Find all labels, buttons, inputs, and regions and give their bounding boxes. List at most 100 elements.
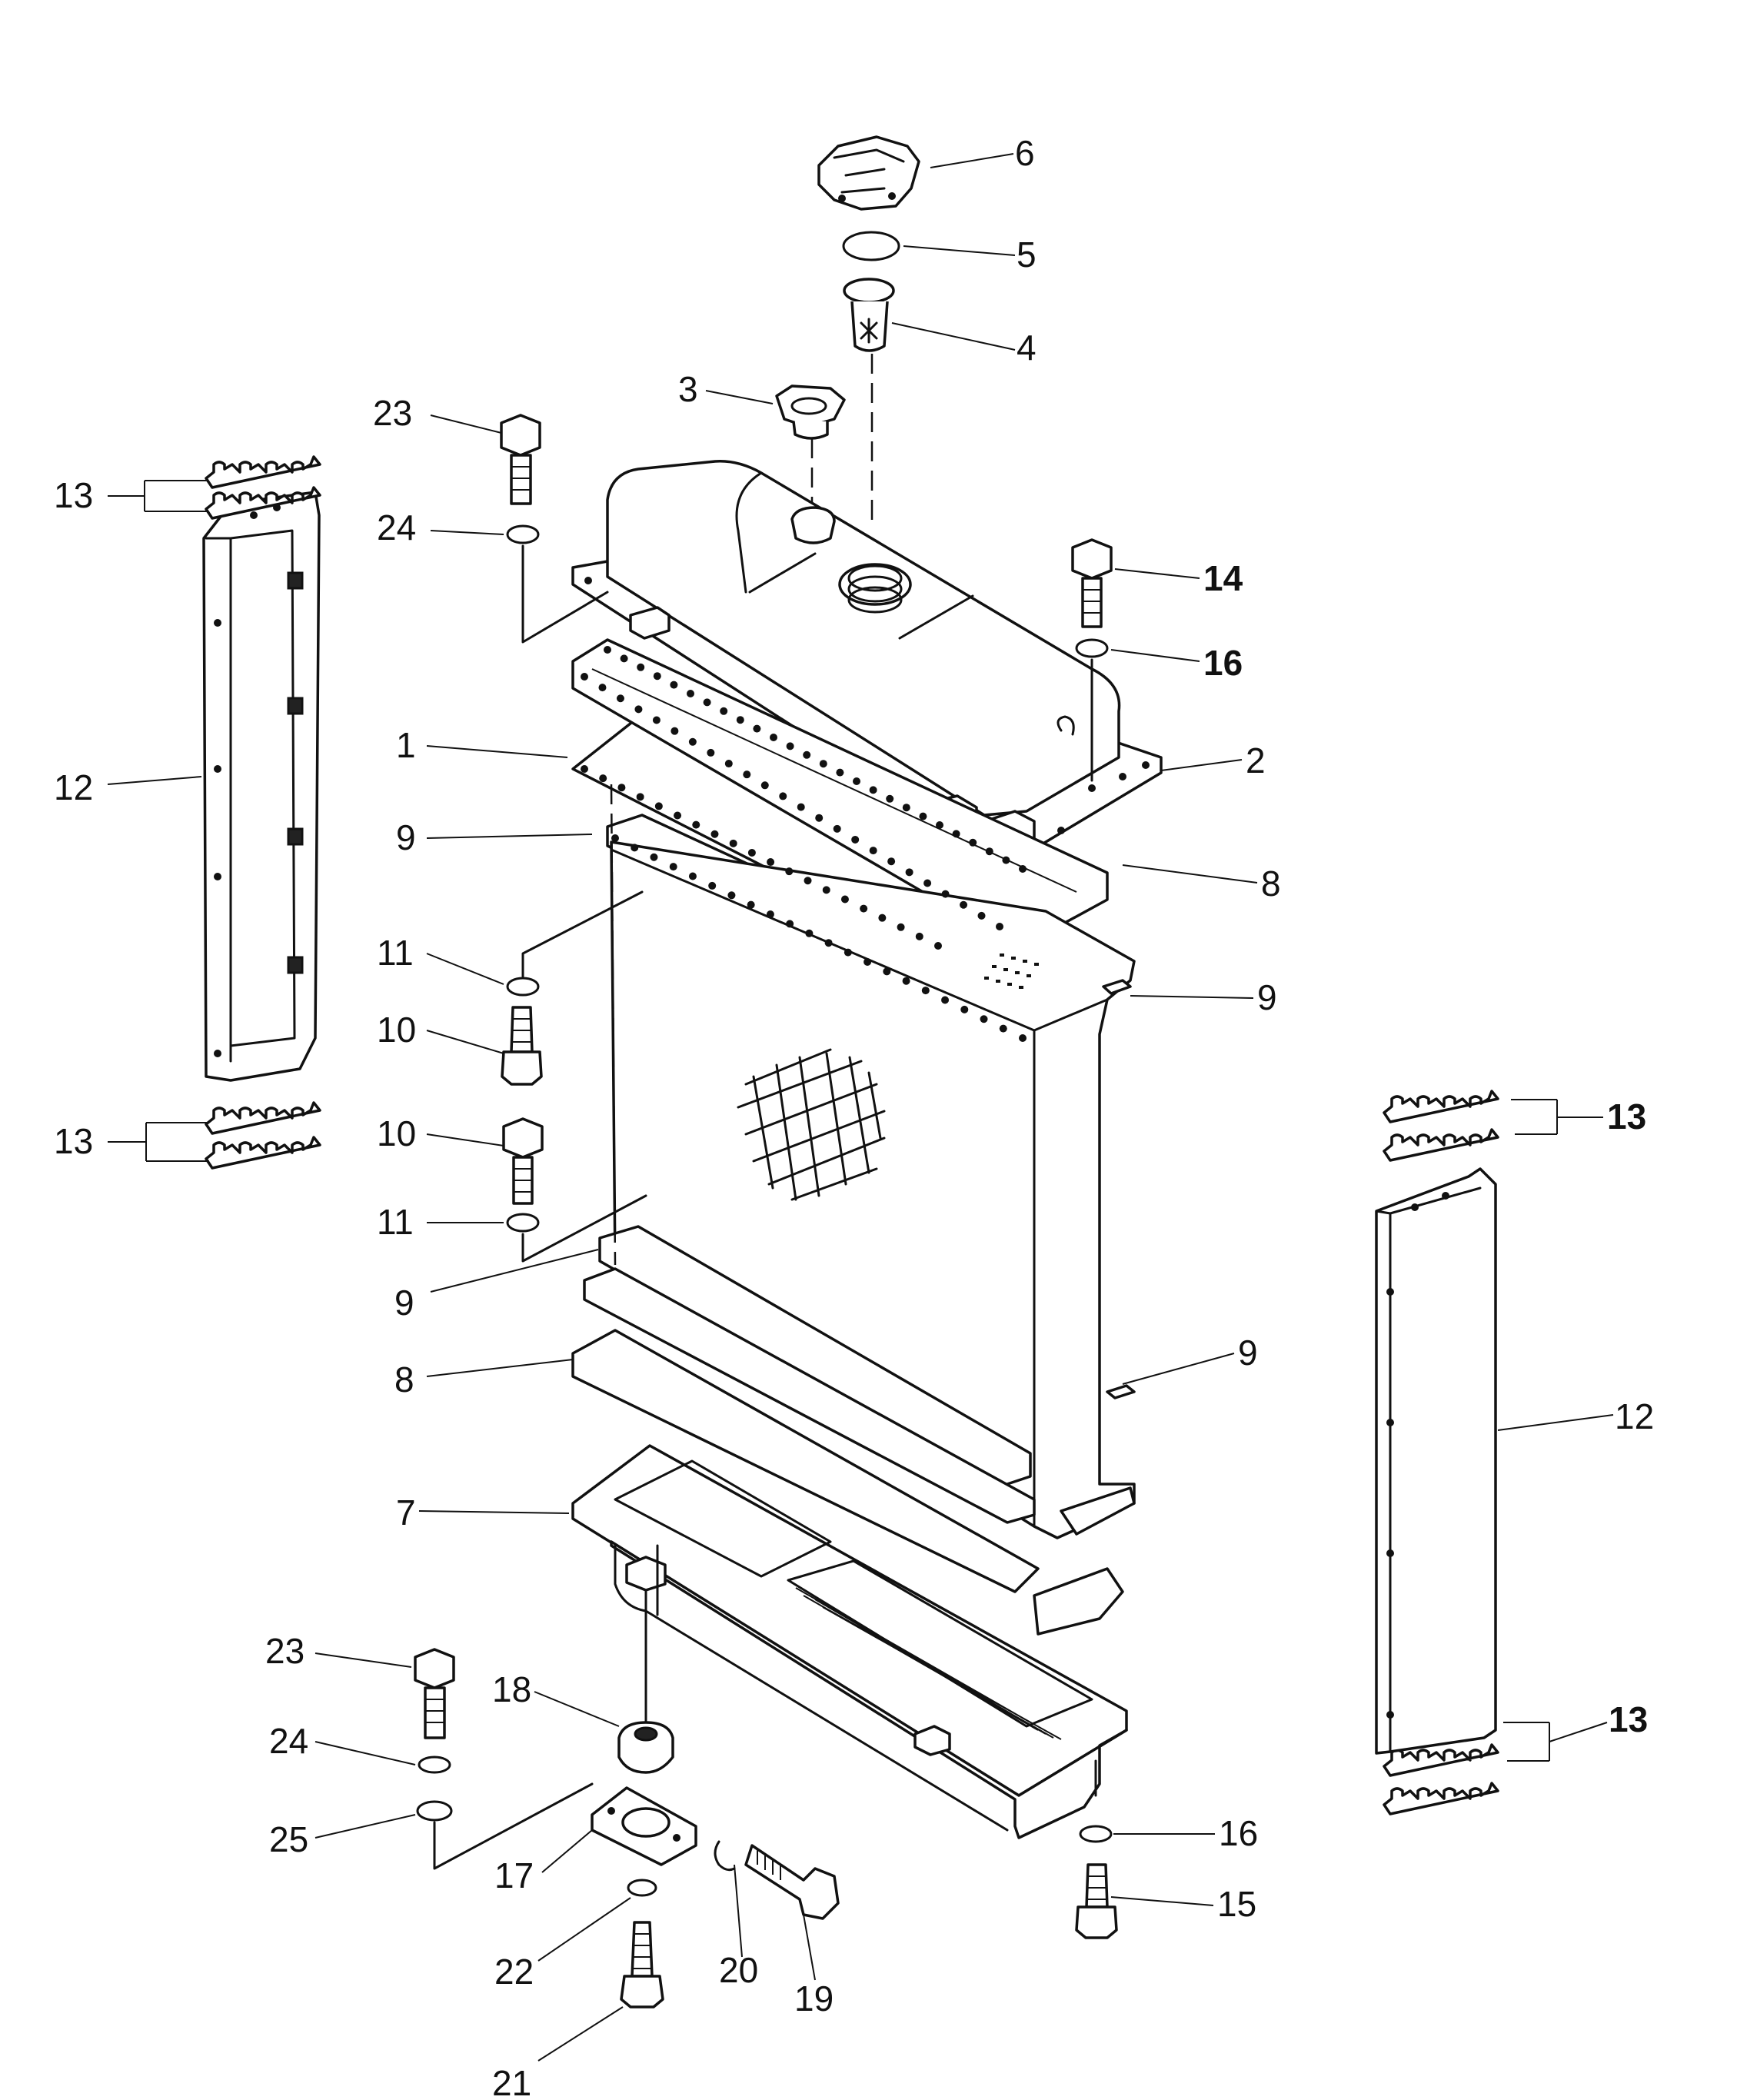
label-10-upper: 10 (377, 1010, 416, 1050)
bolt-hole (797, 803, 805, 811)
link-line (521, 1194, 647, 1263)
bolt-hole (631, 844, 639, 852)
bolt-hole (671, 727, 679, 735)
bolt-hole (941, 996, 950, 1004)
shim-plate (1383, 1743, 1499, 1777)
bolt-hole (599, 774, 607, 783)
part-15-bolt (1075, 1863, 1118, 1939)
label-23-lower: 23 (265, 1631, 304, 1671)
label-14: 14 (1203, 558, 1243, 598)
bolt-hole (936, 821, 943, 829)
bolt-hole (636, 793, 644, 801)
bolt-hole (634, 705, 643, 714)
bolt-hole (692, 820, 700, 829)
bolt-hole (687, 690, 694, 697)
bolt-hole (652, 716, 661, 724)
bolt-hole (819, 760, 827, 768)
part-8-lower-gasket-b (1033, 1567, 1124, 1636)
part-13-shims (205, 455, 1499, 1815)
bolt-hole (869, 847, 877, 855)
bolt-hole (883, 967, 891, 976)
bolt-hole (985, 847, 993, 856)
label-25: 25 (269, 1819, 308, 1859)
bolt-hole (923, 879, 932, 887)
label-24-upper: 24 (377, 508, 416, 547)
bolt-hole (1019, 1034, 1027, 1042)
bolt-hole (902, 804, 910, 812)
label-4: 4 (1017, 328, 1037, 368)
part-21-bolt (620, 1921, 664, 2008)
label-22: 22 (494, 1952, 534, 1992)
bolt-hole (996, 923, 1003, 930)
label-15: 15 (1217, 1884, 1256, 1924)
bolt-hole (708, 881, 717, 890)
bolt-hole (760, 781, 769, 790)
bolt-hole (844, 948, 852, 957)
bolt-hole (822, 886, 830, 894)
bolt-hole (598, 684, 607, 692)
bolt-hole (864, 957, 872, 966)
bolt-hole (934, 942, 942, 950)
part-4-strainer (843, 278, 895, 352)
bolt-hole (688, 872, 697, 880)
label-13-c: 13 (1607, 1097, 1646, 1137)
bolt-hole (833, 824, 841, 833)
part-5-ring (842, 231, 900, 261)
label-5: 5 (1017, 235, 1037, 275)
bolt-hole (919, 812, 927, 820)
label-11-upper: 11 (377, 933, 414, 973)
part-19-bolt (744, 1844, 840, 1920)
part-23-bolt-upper (500, 414, 541, 505)
part-22-washer (627, 1879, 657, 1897)
part-8-lower-gasket (571, 1329, 1136, 1593)
bolt-hole (805, 929, 814, 937)
label-3: 3 (678, 369, 698, 409)
bolt-hole (767, 858, 775, 867)
bolt-hole (674, 811, 682, 820)
bolt-hole (921, 987, 930, 995)
link-line (610, 784, 617, 1266)
bolt-hole (736, 716, 744, 724)
bolt-hole (785, 867, 794, 876)
part-10-bolt-upper (501, 1006, 543, 1086)
bolt-hole (688, 737, 697, 746)
bolt-hole (703, 698, 711, 707)
bolt-hole (637, 663, 645, 671)
bolt-hole (977, 911, 986, 920)
bolt-hole (980, 1015, 988, 1023)
bolt-hole (653, 672, 661, 681)
bolt-hole (851, 835, 860, 844)
bolt-hole (878, 914, 887, 922)
label-24-lower: 24 (269, 1721, 308, 1761)
label-7: 7 (396, 1493, 416, 1533)
bolt-hole (860, 904, 868, 913)
radiator-core (610, 840, 1136, 1539)
part-16-washer-upper (1075, 638, 1109, 658)
bolt-hole (669, 863, 677, 871)
bolt-hole (905, 868, 913, 877)
shim-plate (205, 1101, 321, 1135)
shim-plate (1383, 1782, 1499, 1815)
bolt-hole (824, 939, 833, 947)
label-10-lower: 10 (377, 1113, 416, 1153)
shim-plate (205, 455, 321, 489)
shim-plate (205, 486, 321, 520)
bolt-hole (969, 838, 977, 847)
part-16-washer-lower (1079, 1825, 1113, 1843)
link-line (433, 1782, 594, 1870)
leader-lines (107, 153, 1614, 2062)
bolt-hole (707, 748, 715, 757)
label-8-upper: 8 (1261, 864, 1281, 904)
part-17-mount (591, 1786, 697, 1866)
shim-plate (1383, 1128, 1499, 1162)
bolt-hole (581, 673, 588, 681)
label-8-lower: 8 (394, 1360, 414, 1399)
bolt-hole (753, 724, 761, 733)
bolt-hole (766, 910, 774, 919)
part-24-washer-upper (506, 524, 540, 544)
bolt-hole (886, 794, 894, 803)
bolt-hole (902, 977, 910, 985)
label-19: 19 (794, 1979, 834, 2018)
bolt-hole (654, 802, 663, 810)
bolt-hole (720, 707, 728, 715)
